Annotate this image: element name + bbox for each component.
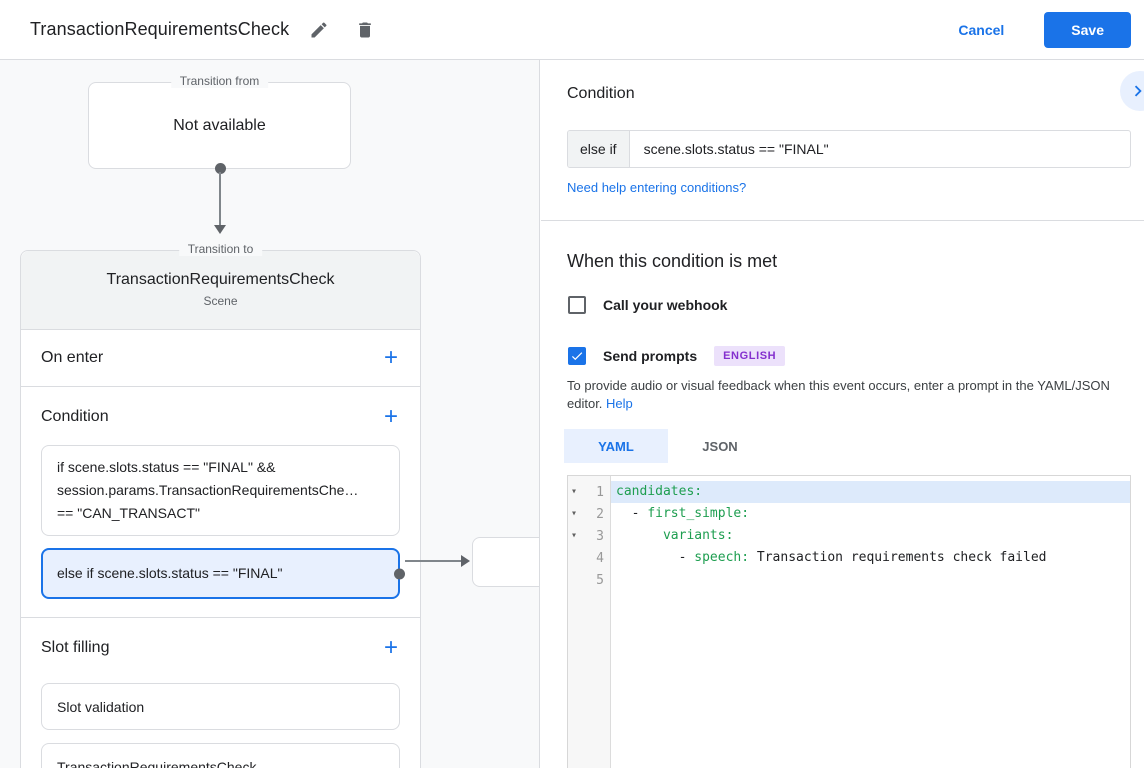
- panel-title: Condition: [567, 85, 635, 102]
- yaml-plain: [616, 528, 663, 543]
- webhook-checkbox[interactable]: [568, 296, 586, 314]
- send-prompts-label: Send prompts: [603, 348, 698, 364]
- help-link[interactable]: Help: [606, 396, 633, 411]
- chevron-right-icon: [1134, 85, 1142, 97]
- line-number: 2: [596, 506, 604, 522]
- on-enter-row[interactable]: On enter +: [21, 330, 420, 387]
- connector-line: [405, 560, 463, 562]
- connector-dot: [215, 163, 226, 174]
- slot-transaction-item[interactable]: TransactionRequirementsCheck: [41, 743, 400, 768]
- condition-text-line: if scene.slots.status == "FINAL" &&: [57, 459, 276, 475]
- code-text[interactable]: - first_simple:: [611, 503, 1130, 525]
- line-number: 4: [596, 550, 604, 566]
- condition-prefix-label: else if: [568, 131, 630, 167]
- yaml-key: candidates:: [616, 484, 703, 499]
- yaml-plain: -: [616, 550, 695, 565]
- connector-dot: [394, 568, 405, 579]
- line-number: 1: [596, 484, 604, 500]
- scene-card-header: TransactionRequirementsCheck Scene: [21, 251, 420, 330]
- scene-type-label: Scene: [203, 294, 238, 308]
- slot-validation-item[interactable]: Slot validation: [41, 683, 400, 730]
- webhook-label: Call your webhook: [603, 297, 728, 313]
- check-icon: [571, 352, 583, 361]
- send-prompts-row: Send prompts ENGLISH: [568, 346, 786, 366]
- transition-to-node: Transition to TransactionRequirementsChe…: [20, 242, 421, 768]
- condition-text-line: == "CAN_TRANSACT": [57, 505, 200, 521]
- send-prompts-checkbox[interactable]: [568, 347, 586, 365]
- transition-to-legend: Transition to: [178, 242, 263, 256]
- code-line: 4 - speech: Transaction requirements che…: [568, 547, 1130, 569]
- tab-yaml[interactable]: YAML: [564, 429, 668, 463]
- code-line: ▾ 2 - first_simple:: [568, 503, 1130, 525]
- conditions-help-link[interactable]: Need help entering conditions?: [567, 180, 747, 195]
- save-button[interactable]: Save: [1044, 11, 1131, 48]
- language-badge: ENGLISH: [714, 346, 786, 366]
- description-text: To provide audio or visual feedback when…: [567, 378, 1110, 411]
- flow-canvas: Transition from Not available Transition…: [0, 60, 540, 768]
- yaml-key: speech:: [694, 550, 750, 565]
- condition-text-line: session.params.TransactionRequirementsCh…: [57, 482, 359, 498]
- condition-detail-panel: Condition else if Need help entering con…: [541, 60, 1144, 768]
- transition-target-node[interactable]: [472, 537, 539, 587]
- transition-from-content: Not available: [173, 116, 266, 134]
- transition-from-node[interactable]: Transition from Not available: [88, 74, 351, 174]
- fold-arrow-icon[interactable]: ▾: [571, 508, 578, 519]
- condition-item-selected[interactable]: else if scene.slots.status == "FINAL": [41, 548, 405, 599]
- add-on-enter-button[interactable]: +: [378, 344, 404, 372]
- code-text[interactable]: [611, 569, 1130, 591]
- yaml-key: variants:: [662, 528, 734, 543]
- top-bar: TransactionRequirementsCheck Cancel Save: [0, 0, 1144, 60]
- code-line: ▾ 1 candidates:: [568, 481, 1130, 503]
- when-met-heading: When this condition is met: [567, 251, 778, 271]
- slot-filling-section: Slot filling + Slot validation Transacti…: [21, 618, 420, 768]
- code-text[interactable]: - speech: Transaction requirements check…: [611, 547, 1130, 569]
- editor-gutter: [568, 476, 611, 768]
- line-number: 5: [596, 572, 604, 588]
- add-slot-button[interactable]: +: [378, 634, 404, 662]
- code-line: 5: [568, 569, 1130, 591]
- on-enter-label: On enter: [41, 349, 104, 366]
- condition-item[interactable]: if scene.slots.status == "FINAL" && sess…: [41, 445, 400, 536]
- prompts-description: To provide audio or visual feedback when…: [567, 377, 1144, 413]
- condition-text-line: else if scene.slots.status == "FINAL": [57, 565, 283, 581]
- tab-json[interactable]: JSON: [668, 429, 772, 463]
- arrow-down-icon: [214, 225, 226, 234]
- code-line: ▾ 3 variants:: [568, 525, 1130, 547]
- delete-button[interactable]: [349, 14, 381, 46]
- connector-line: [219, 172, 221, 227]
- scene-name: TransactionRequirementsCheck: [106, 271, 335, 288]
- cancel-button[interactable]: Cancel: [942, 14, 1020, 46]
- condition-expression-row: else if: [567, 130, 1131, 168]
- line-number: 3: [596, 528, 604, 544]
- condition-section-label: Condition: [41, 408, 109, 425]
- condition-section: Condition + if scene.slots.status == "FI…: [21, 387, 420, 618]
- collapse-panel-button[interactable]: [1120, 71, 1144, 111]
- pencil-icon: [311, 21, 327, 37]
- code-text[interactable]: candidates:: [611, 481, 1130, 503]
- slot-item-label: Slot validation: [57, 698, 145, 715]
- condition-expression-input[interactable]: [629, 131, 1130, 167]
- code-text[interactable]: variants:: [611, 525, 1130, 547]
- yaml-key: first_simple:: [647, 506, 750, 521]
- transition-from-legend: Transition from: [170, 74, 269, 88]
- trash-icon: [359, 22, 372, 37]
- yaml-value: Transaction requirements check failed: [749, 550, 1047, 565]
- yaml-code-editor[interactable]: ▾ 1 candidates: ▾ 2 - first_simple: ▾ 3 …: [567, 475, 1131, 768]
- webhook-row: Call your webhook: [568, 296, 727, 314]
- page-title: TransactionRequirementsCheck: [30, 19, 290, 39]
- slot-item-label: TransactionRequirementsCheck: [57, 758, 257, 768]
- edit-button[interactable]: [303, 14, 335, 46]
- add-condition-button[interactable]: +: [378, 403, 404, 431]
- arrow-right-icon: [461, 555, 470, 567]
- yaml-plain: -: [616, 506, 648, 521]
- divider: [541, 220, 1144, 221]
- slot-filling-label: Slot filling: [41, 639, 110, 656]
- fold-arrow-icon[interactable]: ▾: [571, 486, 578, 497]
- editor-tabs: YAML JSON: [564, 429, 772, 463]
- fold-arrow-icon[interactable]: ▾: [571, 530, 578, 541]
